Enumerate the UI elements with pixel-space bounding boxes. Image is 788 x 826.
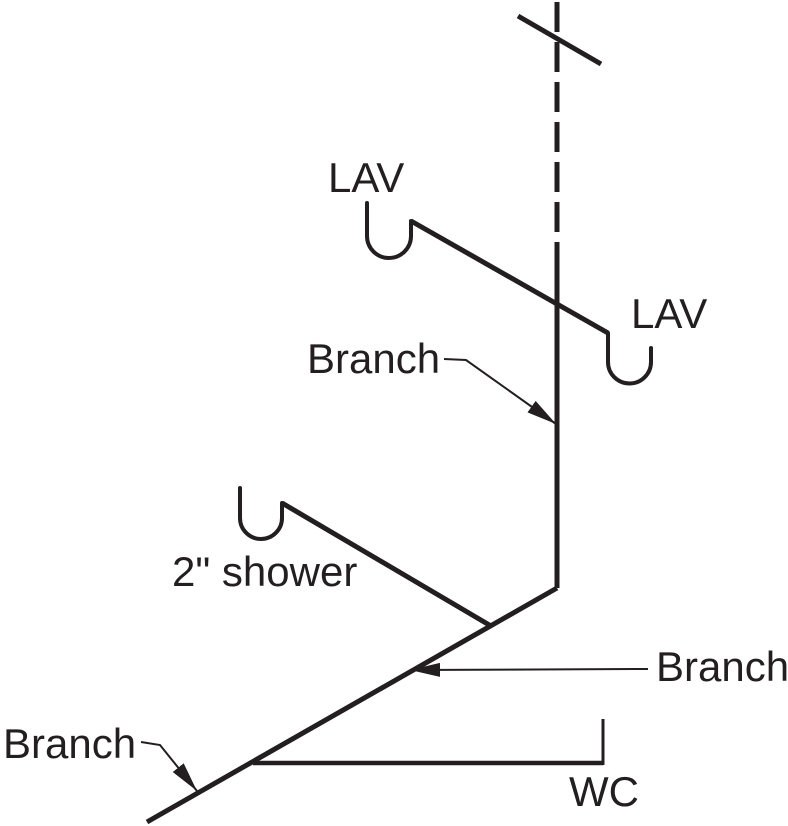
shower-branch-line — [280, 500, 493, 629]
branch-left-leader-arrow — [140, 741, 198, 792]
branch-upper-leader-arrow — [443, 358, 557, 425]
main-branch-line — [145, 585, 559, 825]
stack-break-icon — [516, 13, 603, 67]
lav-upper-trap-icon — [365, 201, 413, 260]
shower-label: 2" shower — [172, 548, 357, 595]
lav-upper-label: LAV — [328, 154, 404, 201]
wc-label: WC — [569, 768, 639, 815]
branch-right-label: Branch — [656, 643, 788, 690]
lav-branch-line — [409, 218, 610, 336]
shower-trap-icon — [238, 486, 284, 541]
branch-right-leader-arrow — [409, 662, 649, 677]
branch-upper-label: Branch — [307, 335, 440, 382]
branch-left-label: Branch — [3, 720, 136, 767]
lav-lower-trap-icon — [606, 331, 653, 386]
lav-lower-label: LAV — [631, 290, 707, 337]
